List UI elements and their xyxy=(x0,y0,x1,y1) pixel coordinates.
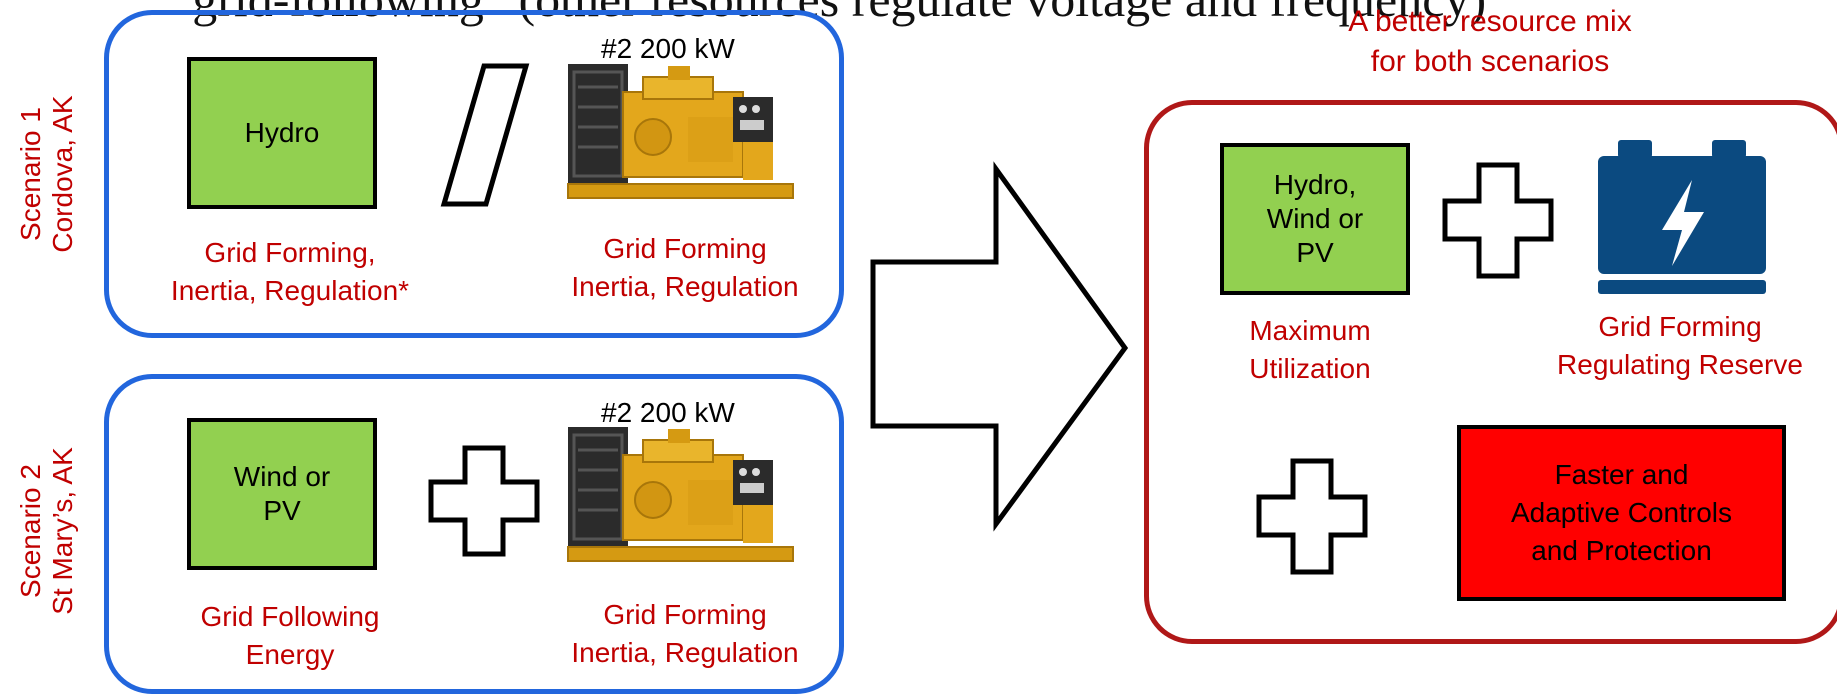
battery-caption: Grid Forming Regulating Reserve xyxy=(1530,308,1830,384)
scenario1-box xyxy=(104,10,844,338)
scenario2-resource-line1: Wind or xyxy=(233,461,331,492)
scenario1-genset-caption-line2: Inertia, Regulation xyxy=(571,271,799,302)
controls-line2: Adaptive Controls xyxy=(1510,497,1732,528)
scenario1-hydro-box: Hydro xyxy=(187,57,377,209)
scenario2-label: Scenario 2 St Mary’s, AK xyxy=(15,381,79,681)
controls-protection-box: Faster and Adaptive Controls and Protect… xyxy=(1457,425,1786,601)
scenario1-hydro-caption-line1: Grid Forming, xyxy=(204,237,376,268)
generator-icon xyxy=(567,427,794,562)
scenario2-genset-label: #2 200 kW xyxy=(601,397,735,428)
result-resource-caption-line1: Maximum xyxy=(1249,315,1371,346)
scenario1-hydro-caption-line2: Inertia, Regulation* xyxy=(170,275,410,306)
result-resource-line3: PV xyxy=(1296,237,1334,268)
result-resource-line2: Wind or xyxy=(1266,203,1364,234)
scenario1-label: Scenario 1 Cordova, AK xyxy=(15,24,79,324)
result-title-line2: for both scenarios xyxy=(1370,45,1610,78)
scenario2-genset-caption-line1: Grid Forming xyxy=(603,599,767,630)
scenario2-resource-caption-line1: Grid Following xyxy=(200,601,380,632)
lightning-icon xyxy=(1662,180,1704,266)
result-resource-caption: Maximum Utilization xyxy=(1160,312,1460,388)
result-title: A better resource mix for both scenarios xyxy=(1300,2,1680,82)
scenario1-genset-label: #2 200 kW xyxy=(601,33,735,64)
arrow-right-icon xyxy=(870,161,1129,532)
result-title-line1: A better resource mix xyxy=(1348,5,1632,38)
scenario2-box xyxy=(104,374,844,694)
scenario1-hydro-caption: Grid Forming, Inertia, Regulation* xyxy=(140,234,440,310)
scenario2-label-line1: Scenario 2 xyxy=(15,464,46,598)
battery-caption-line2: Regulating Reserve xyxy=(1557,349,1803,380)
scenario2-genset-caption: Grid Forming Inertia, Regulation xyxy=(540,596,830,672)
battery-caption-line1: Grid Forming xyxy=(1598,311,1762,342)
scenario2-resource-caption: Grid Following Energy xyxy=(140,598,440,674)
scenario1-genset-caption-line1: Grid Forming xyxy=(603,233,767,264)
plus-icon xyxy=(428,445,540,557)
scenario1-label-line2: Cordova, AK xyxy=(47,95,78,253)
scenario2-wind-pv-box: Wind or PV xyxy=(187,418,377,570)
scenario2-resource-caption-line2: Energy xyxy=(245,639,335,670)
controls-line1: Faster and xyxy=(1554,459,1689,490)
plus-icon xyxy=(1256,458,1368,575)
scenario1-label-line1: Scenario 1 xyxy=(15,107,46,241)
generator-icon xyxy=(567,64,794,199)
scenario2-label-line2: St Mary’s, AK xyxy=(47,447,78,615)
result-resource-box: Hydro, Wind or PV xyxy=(1220,143,1410,295)
controls-line3: and Protection xyxy=(1531,535,1712,566)
scenario2-resource-line2: PV xyxy=(263,495,301,526)
scenario2-genset-caption-line2: Inertia, Regulation xyxy=(571,637,799,668)
slash-icon xyxy=(440,63,530,207)
result-resource-caption-line2: Utilization xyxy=(1249,353,1371,384)
scenario1-genset-caption: Grid Forming Inertia, Regulation xyxy=(540,230,830,306)
result-box xyxy=(1144,100,1837,644)
scenario1-hydro-label: Hydro xyxy=(244,117,320,148)
plus-icon xyxy=(1442,162,1554,279)
result-resource-line1: Hydro, xyxy=(1273,169,1357,200)
battery-icon xyxy=(1598,140,1766,294)
